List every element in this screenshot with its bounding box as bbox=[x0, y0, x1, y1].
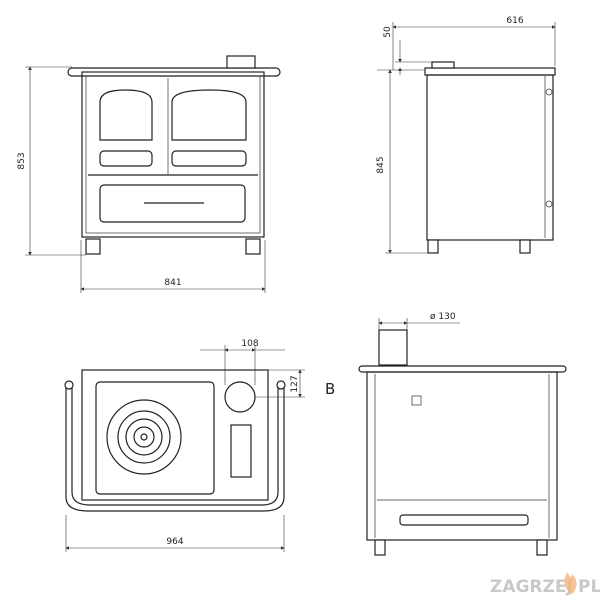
side-depth-dimension: 616 bbox=[506, 16, 523, 26]
hotplate-area bbox=[95, 381, 215, 495]
flue-collar bbox=[226, 55, 256, 69]
front-width-dimension: 841 bbox=[164, 278, 181, 288]
flame-icon bbox=[564, 572, 577, 594]
back-view: ø 130 bbox=[358, 312, 567, 556]
oven-door-window bbox=[171, 89, 247, 141]
drawer bbox=[99, 184, 246, 223]
top-width-dimension: 964 bbox=[166, 537, 183, 547]
view-marker-b: B bbox=[325, 380, 335, 398]
flue-outlet bbox=[224, 381, 256, 413]
side-view: 616 50 845 bbox=[376, 16, 556, 254]
flue-offset-x-dimension: 108 bbox=[241, 339, 258, 349]
hotplate-rings bbox=[106, 399, 182, 475]
firebox-door-window bbox=[99, 89, 153, 141]
side-height-dimension: 845 bbox=[376, 156, 386, 173]
front-view: 853 841 bbox=[17, 55, 281, 293]
watermark-logo: ZAGRZEJ PL bbox=[490, 572, 600, 597]
front-height-dimension: 853 bbox=[17, 152, 27, 169]
flue-pipe bbox=[378, 329, 408, 366]
flue-diameter-dimension: ø 130 bbox=[430, 312, 456, 322]
svg-text:PL: PL bbox=[578, 577, 600, 597]
side-top-offset-dimension: 50 bbox=[383, 26, 393, 38]
reservoir-lid bbox=[230, 424, 252, 478]
svg-text:ZAGRZEJ: ZAGRZEJ bbox=[490, 577, 573, 597]
top-view: 108 127 B 964 bbox=[64, 339, 335, 552]
flue-offset-y-dimension: 127 bbox=[290, 375, 300, 392]
